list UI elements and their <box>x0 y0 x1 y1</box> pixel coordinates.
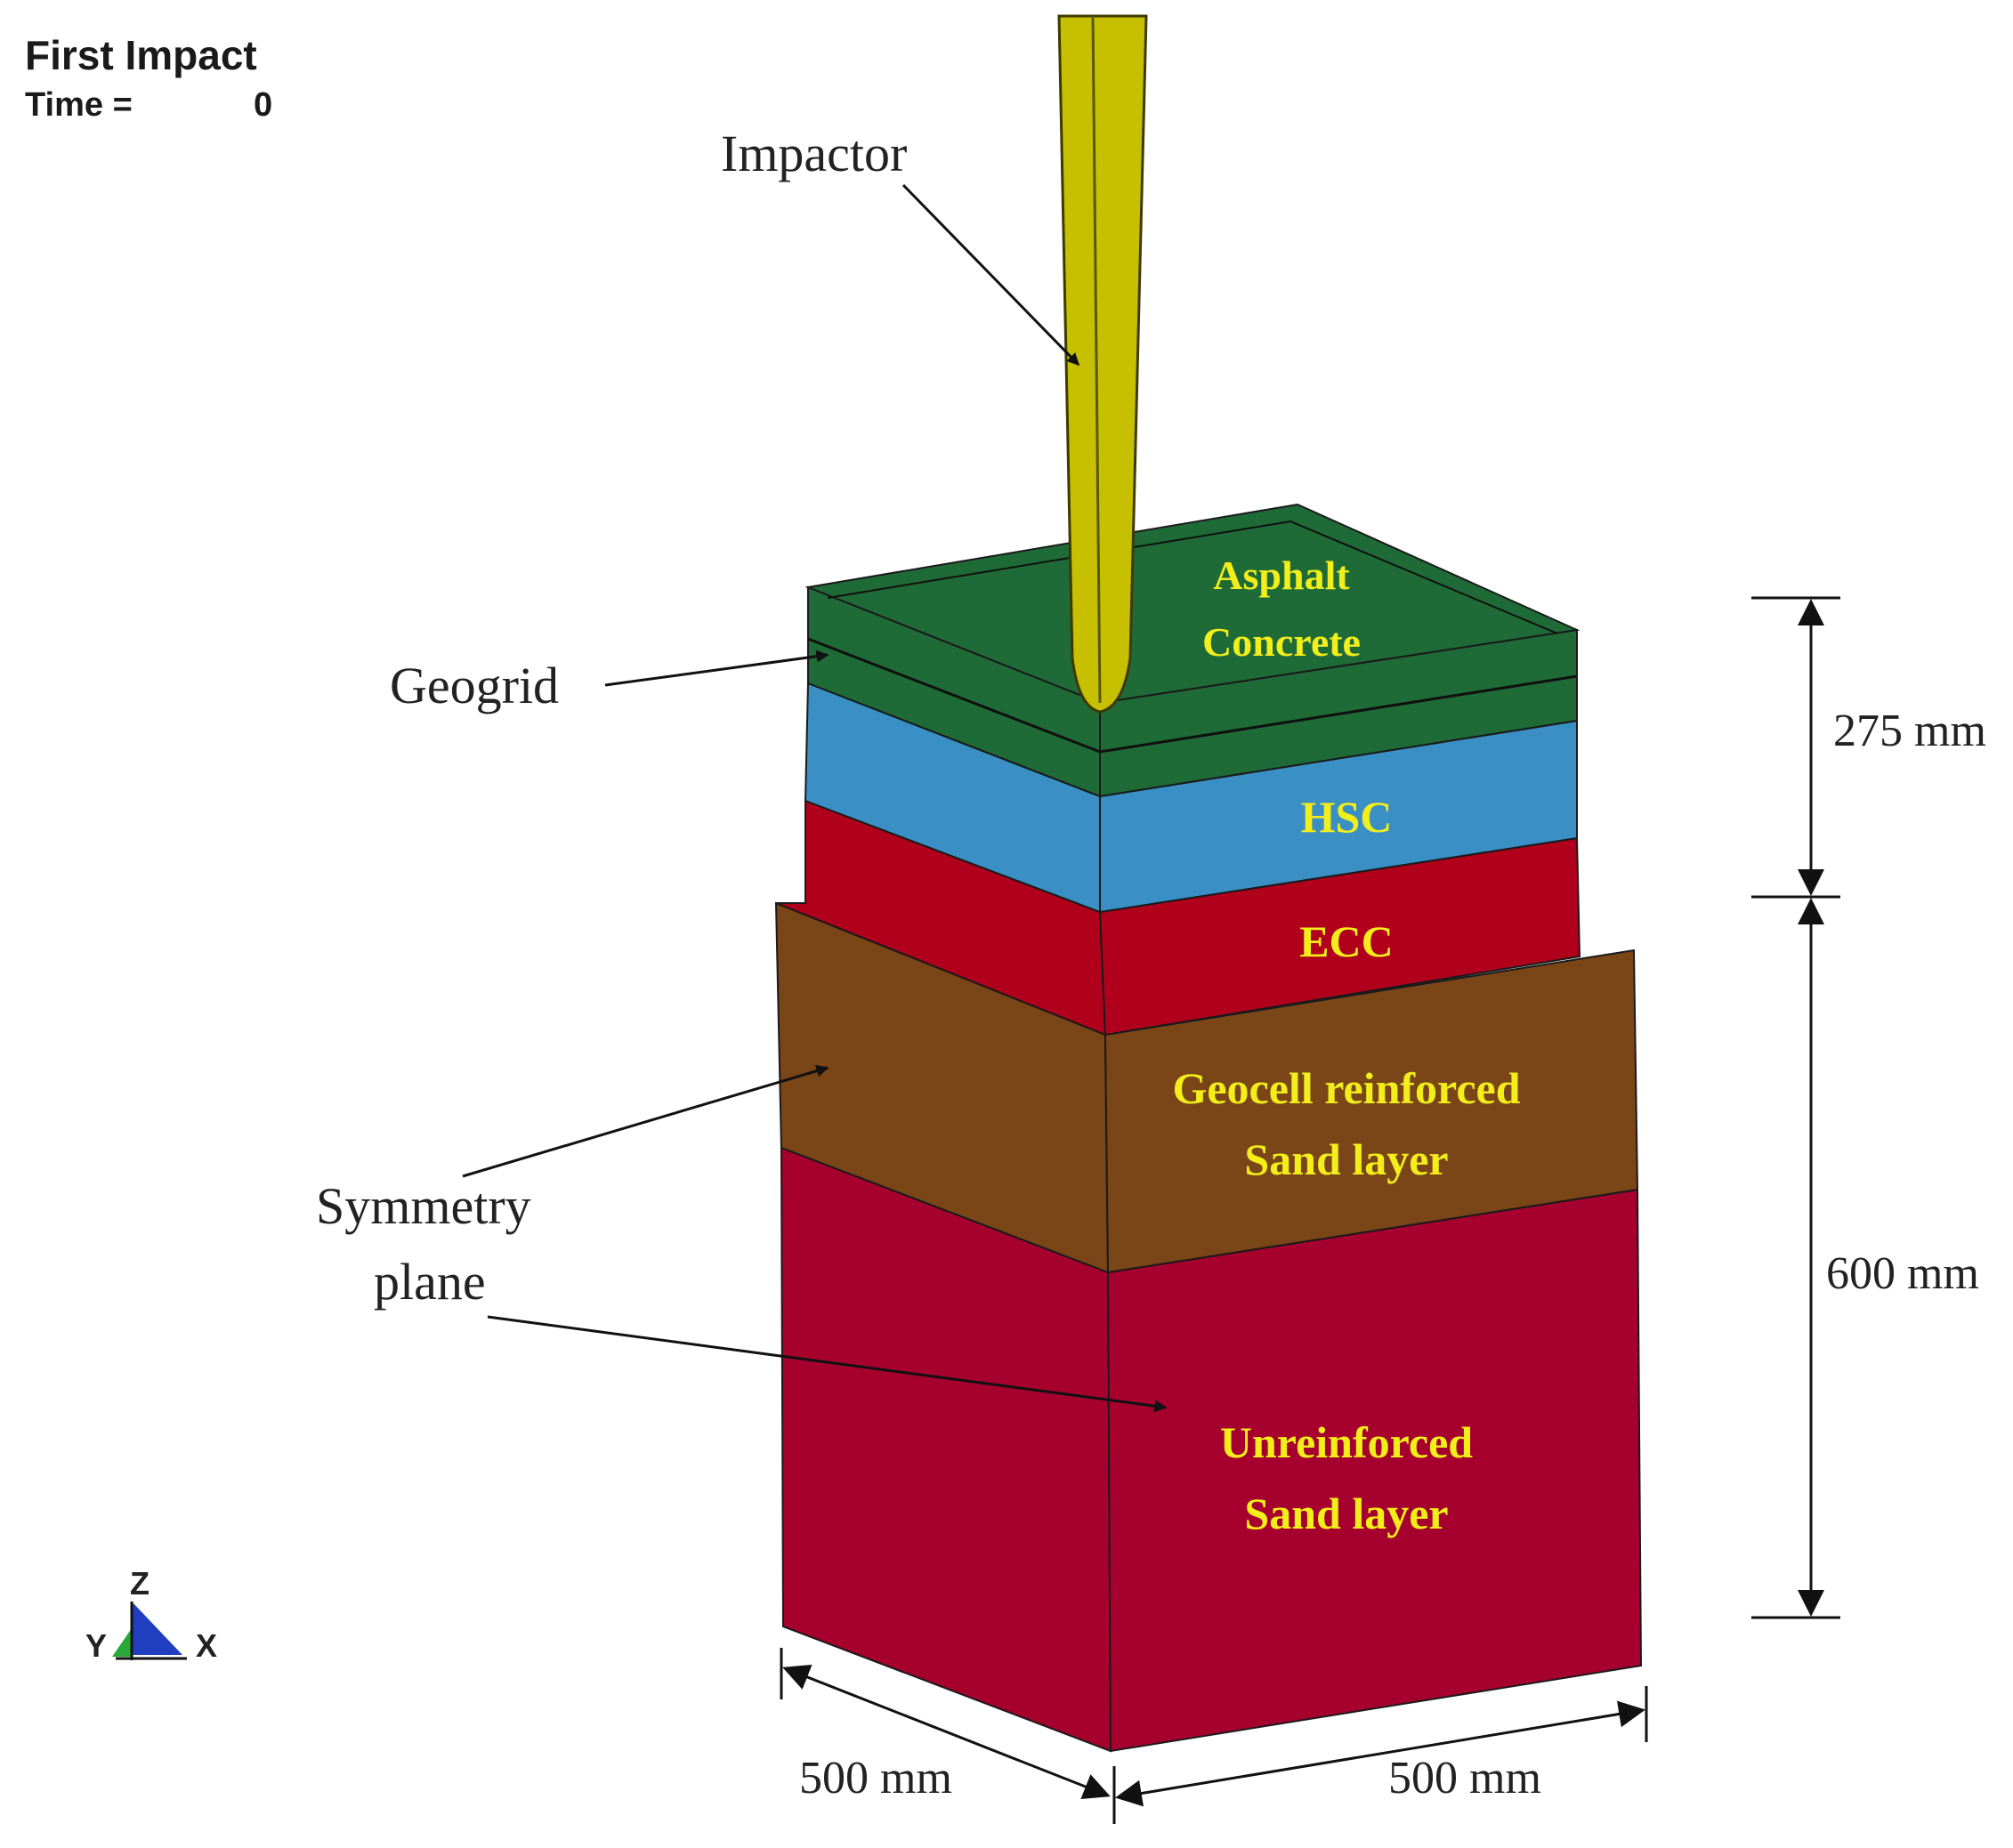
dimension-width-left <box>780 1648 1116 1824</box>
asphalt-concrete-layer <box>804 503 1580 798</box>
symmetry-label-line2: plane <box>374 1253 486 1311</box>
axis-x-label: X <box>196 1627 217 1664</box>
impactor-label: Impactor <box>721 125 907 182</box>
time-label: Time = <box>25 86 133 124</box>
ecc-label: ECC <box>1299 916 1394 966</box>
impactor-rod <box>1057 14 1148 714</box>
dimension-275 <box>1751 596 1840 899</box>
axis-y-label: Y <box>85 1627 107 1664</box>
geogrid-label: Geogrid <box>390 657 559 714</box>
dimension-width-right-label: 500 mm <box>1388 1753 1541 1804</box>
axis-triad-blue <box>132 1602 182 1655</box>
geogrid-leader <box>604 650 829 687</box>
time-value: 0 <box>254 86 272 124</box>
asphalt-label-line2: Concrete <box>1202 619 1361 665</box>
hsc-layer <box>804 682 1578 914</box>
unreinforced-label-line1: Unreinforced <box>1220 1417 1473 1467</box>
dimension-width-left-label: 500 mm <box>799 1753 952 1804</box>
axis-triad: Z Y X <box>85 1565 217 1664</box>
hsc-label: HSC <box>1301 792 1393 842</box>
header-title: First Impact <box>25 32 257 78</box>
geocell-label-line1: Geocell reinforced <box>1172 1063 1520 1113</box>
dimension-600-label: 600 mm <box>1826 1248 1979 1299</box>
symmetry-leader-lower <box>487 1315 1168 1413</box>
dimension-600 <box>1751 898 1840 1619</box>
symmetry-leader-upper <box>462 1064 829 1178</box>
impactor-leader <box>901 183 1080 367</box>
symmetry-label-line1: Symmetry <box>316 1177 531 1235</box>
geogrid-line <box>807 637 1578 754</box>
geocell-sand-layer <box>774 901 1639 1274</box>
dimension-275-label: 275 mm <box>1833 706 1986 756</box>
dimension-width-right <box>1115 1686 1648 1807</box>
axis-triad-green <box>112 1628 132 1657</box>
unreinforced-label-line2: Sand layer <box>1244 1489 1448 1538</box>
asphalt-label-line1: Asphalt <box>1213 553 1350 598</box>
unreinforced-sand-layer <box>780 1146 1643 1753</box>
geocell-label-line2: Sand layer <box>1244 1134 1448 1184</box>
axis-z-label: Z <box>130 1565 150 1602</box>
